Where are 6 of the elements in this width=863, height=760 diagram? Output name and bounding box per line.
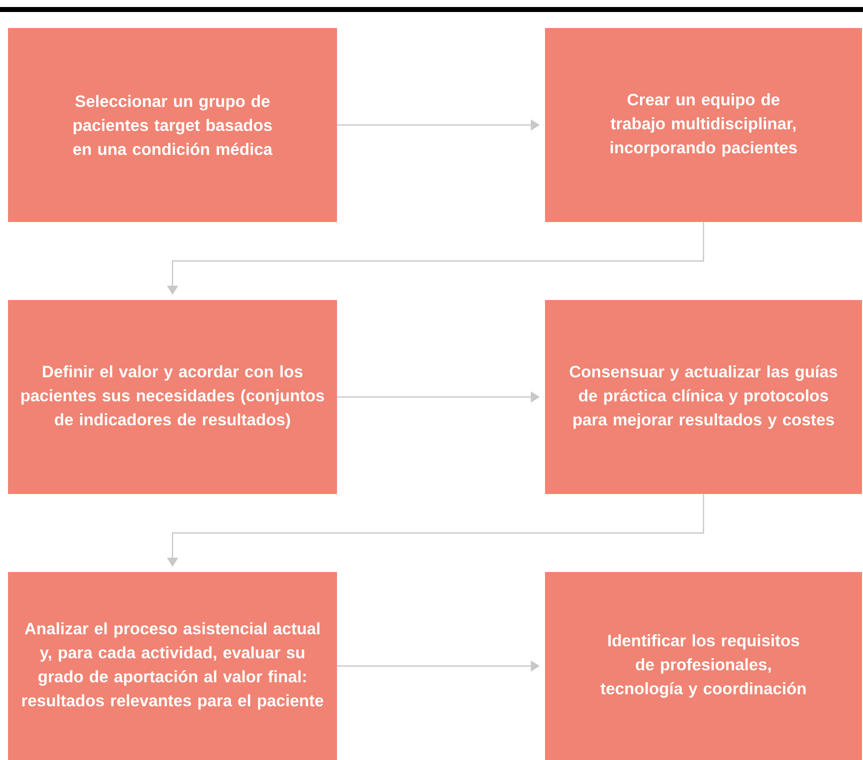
process-box: Crear un equipo de trabajo multidisciplinar, incorporando pacientes [545, 28, 862, 222]
process-box: Analizar el proceso asistencial actual y, para cada actividad, evaluar su grado de aportación al valor final: resultados relevantes para el paciente [8, 572, 337, 760]
process-box: Seleccionar un grupo de pacientes target basados en una condición médica [8, 28, 337, 222]
process-box: Definir el valor y acordar con los pacientes sus necesidades (conjuntos de indicadores de resultados) [8, 300, 337, 494]
process-box: Identificar los requisitos de profesionales, tecnología y coordinación [545, 572, 862, 760]
process-box: Consensuar y actualizar las guías de práctica clínica y protocolos para mejorar resultados y costes [545, 300, 862, 494]
